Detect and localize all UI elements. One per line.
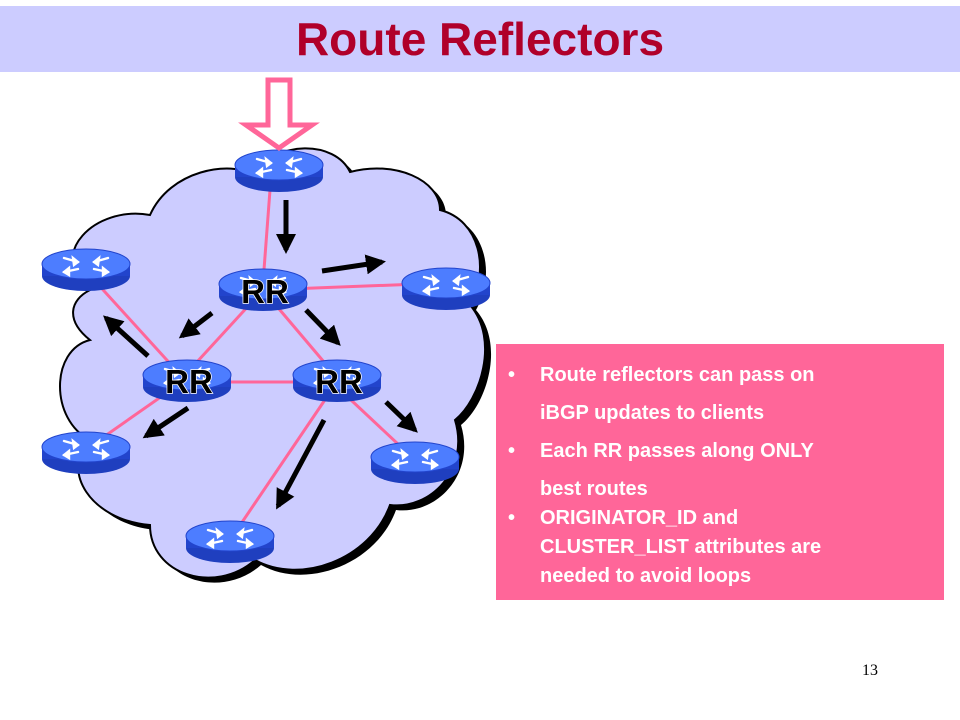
bullet-item: • ORIGINATOR_ID and CLUSTER_LIST attribu… bbox=[508, 504, 928, 591]
router-top bbox=[233, 148, 325, 194]
ingress-arrow bbox=[238, 77, 320, 152]
bullet-line: needed to avoid loops bbox=[540, 565, 752, 587]
bullet-text: ORIGINATOR_ID and CLUSTER_LIST attribute… bbox=[540, 504, 928, 591]
bullet-item: • Route reflectors can pass on iBGP upda… bbox=[508, 356, 928, 432]
arrow-rrtop-to-rrleft bbox=[178, 311, 214, 339]
bullet-line: CLUSTER_LIST attributes are bbox=[540, 536, 822, 558]
bullet-line: best routes bbox=[540, 478, 648, 500]
router-bottom bbox=[184, 519, 276, 565]
update-arrows bbox=[103, 200, 418, 510]
bullet-dot: • bbox=[508, 507, 516, 529]
page-number: 13 bbox=[862, 662, 878, 679]
bullet-dot: • bbox=[508, 364, 516, 386]
as-cloud bbox=[59, 147, 486, 579]
arrow-rrtop-to-upperright bbox=[321, 254, 386, 275]
arrow-rrright-to-bottom bbox=[275, 418, 327, 510]
router-upper-right bbox=[400, 266, 492, 312]
bullet-line: iBGP updates to clients bbox=[540, 402, 765, 424]
router-upper-left bbox=[40, 247, 132, 293]
arrow-rrleft-to-upperleft bbox=[103, 315, 150, 358]
router-lower-right bbox=[369, 440, 461, 486]
rr-label-right: RR bbox=[315, 363, 363, 400]
bullet-text: Route reflectors can pass on iBGP update… bbox=[540, 356, 928, 432]
title-bar bbox=[0, 6, 960, 72]
arrow-rrtop-to-rrright bbox=[304, 308, 341, 346]
bullet-dot: • bbox=[508, 440, 516, 462]
arrow-rrleft-to-lowerleft bbox=[142, 405, 190, 439]
bullet-text: Each RR passes along ONLY best routes bbox=[540, 432, 928, 508]
rr-label-left: RR bbox=[165, 363, 213, 400]
arrow-rrright-to-lowerright bbox=[384, 400, 418, 433]
bullet-line: ORIGINATOR_ID and bbox=[540, 507, 739, 529]
link-top-rrtop bbox=[261, 189, 272, 284]
link-rrright-bottom bbox=[228, 384, 337, 541]
bullet-item: • Each RR passes along ONLY best routes bbox=[508, 432, 928, 508]
page-title: Route Reflectors bbox=[295, 13, 665, 65]
router-lower-left bbox=[40, 430, 132, 476]
bullet-line: Route reflectors can pass on bbox=[540, 364, 815, 386]
bullet-line: Each RR passes along ONLY bbox=[540, 440, 814, 462]
rr-label-top: RR bbox=[241, 273, 289, 310]
info-box: • Route reflectors can pass on iBGP upda… bbox=[496, 344, 944, 600]
